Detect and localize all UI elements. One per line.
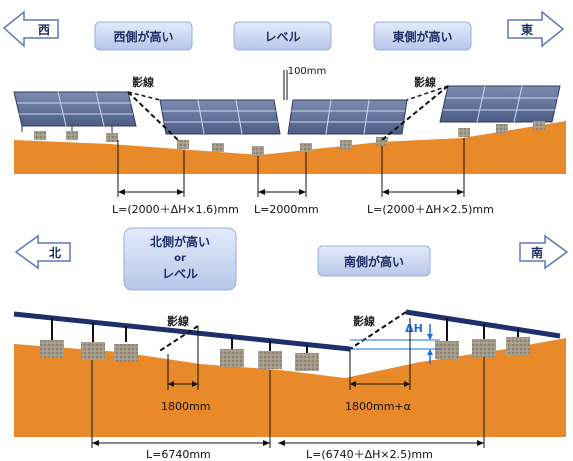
south-label: 南 [531,245,543,260]
badge-east-high: 東側が高い [373,21,472,51]
dim-top-center-label: L=2000mm [254,203,319,216]
dim-top-left: L=(2000＋ΔH×1.6)mm [112,140,239,216]
east-arrow: 東 [507,10,565,48]
svg-text:西側が高い: 西側が高い [113,29,173,44]
north-arrow: 北 [14,234,71,270]
dim-top-right: L=(2000＋ΔH×2.5)mm [367,138,494,216]
west-label: 西 [38,23,50,37]
panel-array-center-right [287,99,408,152]
dim-bottom-gap-right-label: 1800mm+α [345,400,411,413]
shadow-label-bottom-left: 影線 [167,314,189,328]
dim-bottom-gap-right: 1800mm+α [345,318,411,413]
dim-bottom-gap-left: 1800mm [161,326,210,413]
panel-array-center-left [159,99,281,155]
north-label: 北 [49,245,61,260]
shadow-line-bottom-right [349,311,407,350]
gap-label: 100mm [288,66,327,77]
dim-top-right-label: L=(2000＋ΔH×2.5)mm [367,203,494,216]
svg-text:東側が高い: 東側が高い [392,29,452,44]
shadow-label-top-right: 影線 [414,75,436,89]
shadow-label-top-left: 影線 [132,75,154,89]
badge-level: レベル [233,21,332,51]
footings-south [435,318,530,359]
dim-top-left-label: L=(2000＋ΔH×1.6)mm [112,203,239,216]
dim-bottom-right-label: L=(6740＋ΔH×2.5)mm [306,448,433,461]
west-arrow: 西 [2,10,59,48]
badge-south-high: 南側が高い [317,245,431,277]
badge-west-high: 西側が高い [94,21,193,51]
panel-array-west [13,91,137,142]
panel-array-east [439,85,561,137]
footings-north [40,318,319,371]
svg-text:or: or [174,253,186,264]
delta-h-indicator: ΔH [350,322,440,364]
svg-text:北側が高い: 北側が高い [150,234,210,249]
badge-north-high: 北側が高い or レベル [123,227,237,291]
beam-north [13,311,351,352]
east-label: 東 [521,22,533,37]
dim-bottom-left-label: L=6740mm [146,448,211,461]
dim-top-center: L=2000mm [254,152,319,216]
south-arrow: 南 [519,234,569,270]
delta-h-label: ΔH [405,322,423,335]
dim-bottom-right: L=(6740＋ΔH×2.5)mm [278,357,485,461]
ground-top [14,121,566,174]
dim-bottom-left: L=6740mm [91,360,271,461]
dim-bottom-gap-left-label: 1800mm [161,400,210,413]
shadow-line-top-right [381,85,449,141]
svg-text:南側が高い: 南側が高い [344,254,404,269]
gap-marker: 100mm [283,66,327,100]
shadow-line-top-left [127,91,179,141]
svg-text:レベル: レベル [264,30,300,44]
ground-bottom [14,338,566,437]
shadow-label-bottom-right: 影線 [353,314,375,328]
svg-text:レベル: レベル [162,267,198,281]
